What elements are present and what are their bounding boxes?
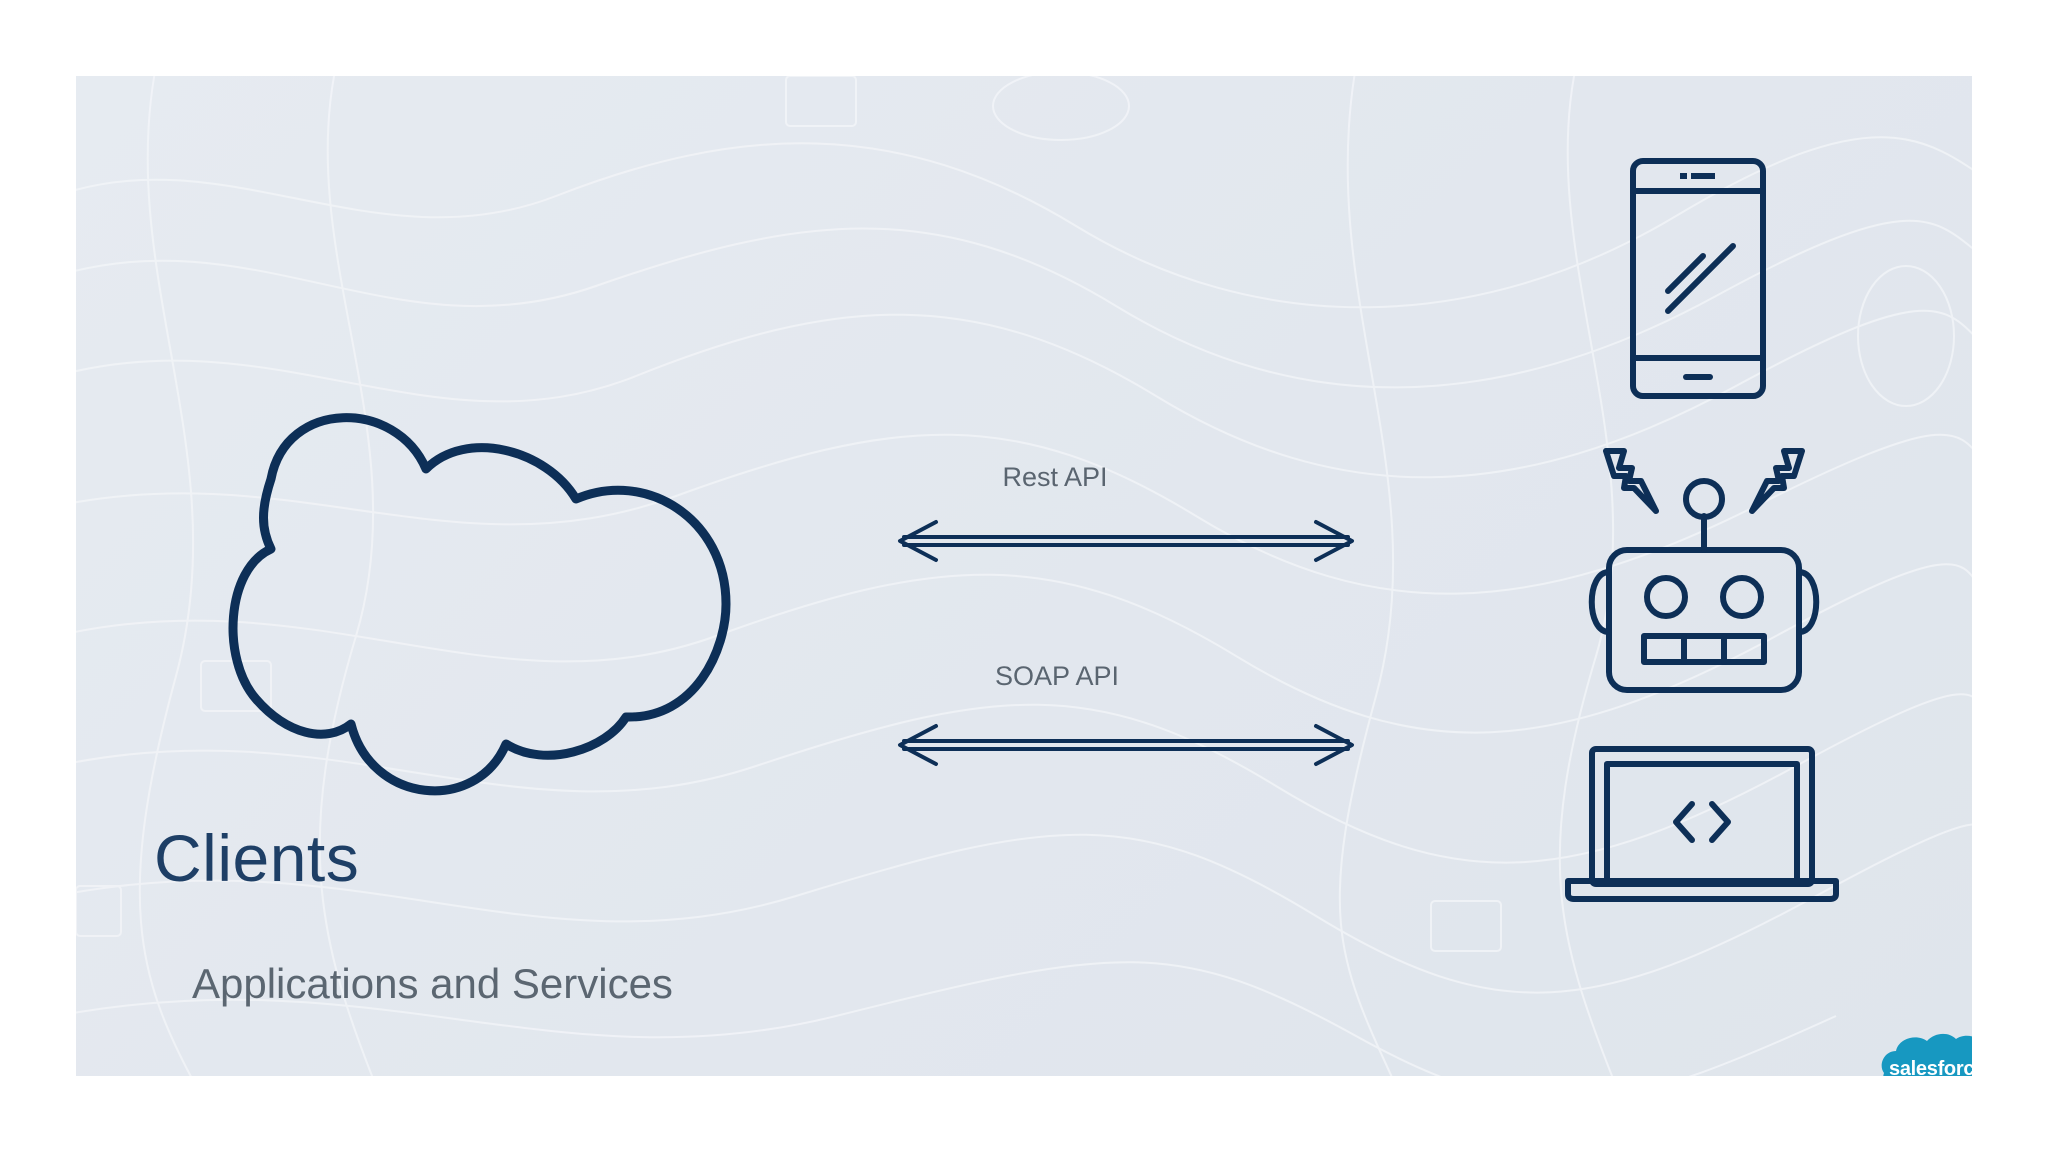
smartphone-icon (1628, 156, 1768, 401)
soap-api-arrow (898, 724, 1354, 766)
salesforce-cloud-icon (1881, 1034, 1972, 1076)
cloud-icon (226, 399, 746, 819)
salesforce-logo: salesforce (1880, 1029, 1972, 1076)
robot-icon (1584, 446, 1834, 696)
slide: Rest API SOAP API (76, 76, 1972, 1076)
page-subtitle: Applications and Services (192, 960, 673, 1007)
rest-api-label: Rest API (1002, 462, 1108, 492)
page-title: Clients (154, 821, 360, 895)
salesforce-logo-text: salesforce (1889, 1058, 1972, 1076)
soap-api-label: SOAP API (994, 661, 1120, 691)
laptop-code-icon (1564, 744, 1840, 904)
rest-api-arrow (898, 520, 1354, 562)
